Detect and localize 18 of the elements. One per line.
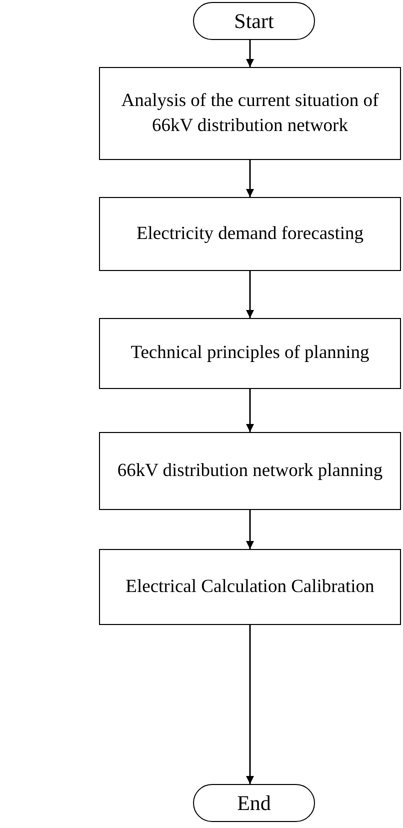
arrow bbox=[246, 40, 254, 67]
process-box bbox=[99, 318, 401, 389]
node-label: Start bbox=[234, 8, 274, 35]
arrow bbox=[246, 625, 254, 784]
node-label: 66kV distribution network planning bbox=[117, 460, 383, 483]
node-label: Electrical Calculation Calibration bbox=[126, 576, 374, 599]
arrow bbox=[246, 160, 254, 197]
node-label: Electricity demand forecasting bbox=[136, 222, 364, 246]
node-label: End bbox=[237, 790, 271, 817]
process-box bbox=[99, 197, 401, 271]
arrow bbox=[246, 271, 254, 318]
node-label: Technical principles of planning bbox=[130, 342, 370, 366]
arrow bbox=[246, 510, 254, 549]
process-box bbox=[99, 432, 401, 510]
process-box bbox=[99, 549, 401, 625]
process-box bbox=[99, 67, 401, 160]
arrow bbox=[246, 389, 254, 432]
node-label: Analysis of the current situation of 66kV distribution network bbox=[120, 90, 380, 138]
